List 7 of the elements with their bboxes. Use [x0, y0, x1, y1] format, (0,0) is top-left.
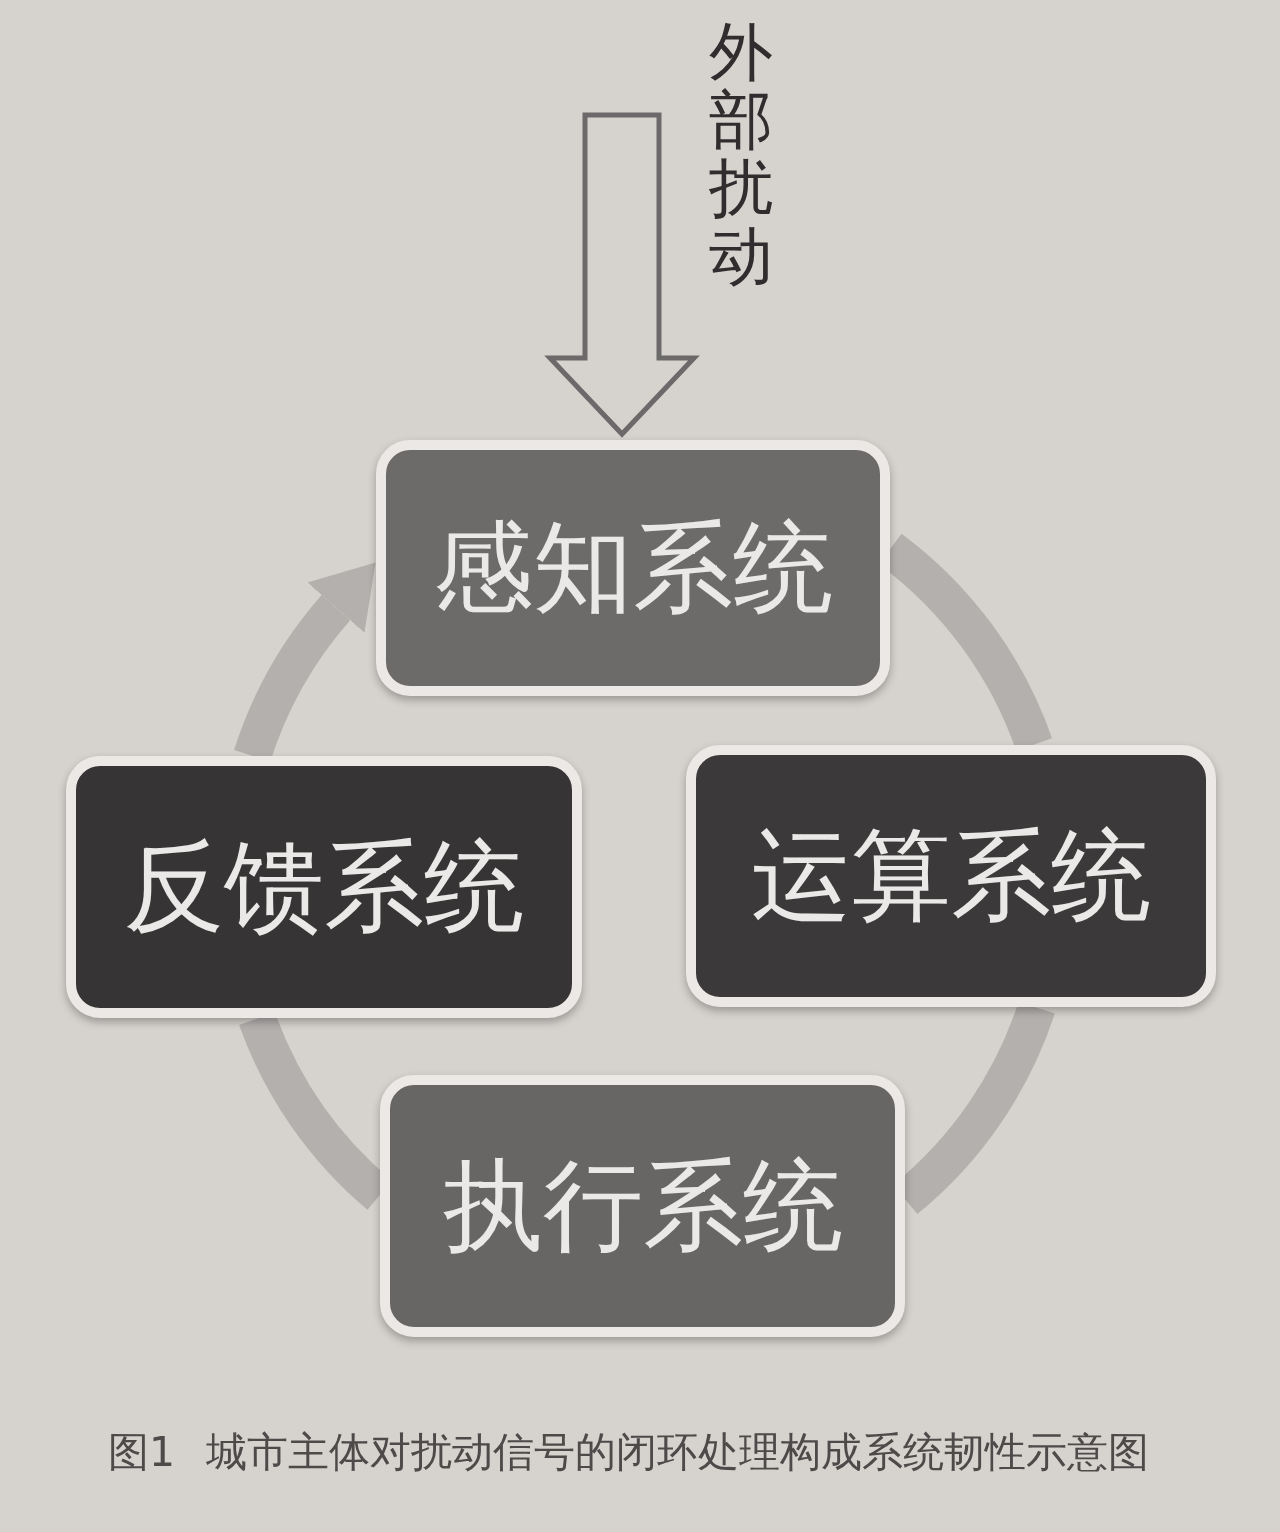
process-box: 执行系统	[380, 1075, 905, 1337]
hollow-arrow	[544, 112, 700, 438]
edge-label: 外部扰动	[708, 18, 774, 290]
figure-caption: 图1 城市主体对扰动信号的闭环处理构成系统韧性示意图	[108, 1428, 1150, 1478]
process-box: 反馈系统	[66, 756, 582, 1018]
process-box: 运算系统	[686, 745, 1216, 1007]
process-box: 感知系统	[376, 440, 890, 696]
